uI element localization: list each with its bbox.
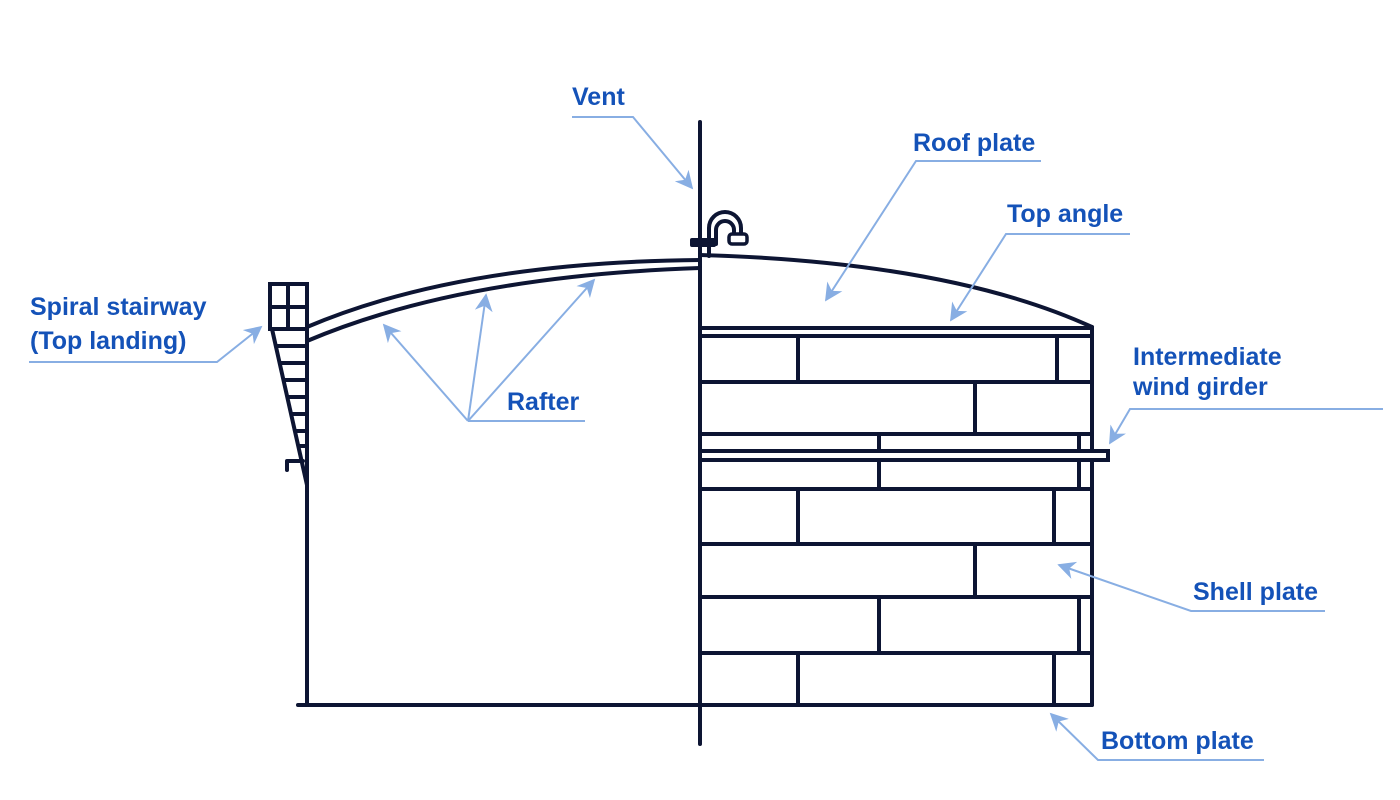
roof-plate-label: Roof plate	[913, 129, 1036, 157]
vent-label: Vent	[572, 83, 625, 111]
top-angle-leader	[950, 233, 1130, 322]
wind-girder-label-line2: wind girder	[1133, 373, 1268, 401]
rafter-label: Rafter	[507, 388, 580, 416]
wind-girder-label-line1: Intermediate	[1133, 343, 1282, 371]
shell-course-seams	[698, 380, 1094, 655]
top-angle-label: Top angle	[1007, 200, 1124, 228]
roof-plate-leader	[825, 160, 1041, 302]
leader-lines	[29, 116, 1383, 761]
stair-bracket	[285, 459, 305, 472]
stair-treads	[274, 344, 309, 448]
vent-gooseneck	[707, 210, 743, 246]
vent	[690, 210, 749, 258]
spiral-stairway-label-line2: (Top landing)	[30, 327, 187, 355]
rafter-leader-3	[467, 278, 596, 422]
shell-plate-label: Shell plate	[1193, 578, 1319, 606]
roof-plate-curve	[698, 253, 1094, 329]
spiral-stairway-leader	[29, 325, 263, 363]
rafter-lower-curve	[305, 266, 702, 343]
tank-structure	[268, 120, 1110, 746]
rafter-leader-1	[382, 323, 469, 422]
rafter-upper-curve	[305, 258, 702, 329]
bottom-plate-label: Bottom plate	[1101, 727, 1254, 755]
wind-girder-leader	[1109, 408, 1383, 445]
spiral-stairway	[268, 282, 309, 492]
wind-girder	[698, 449, 1110, 462]
vent-cap	[727, 232, 749, 246]
bottom-plate-leader	[1049, 712, 1264, 761]
spiral-stairway-label-line1: Spiral stairway	[30, 293, 207, 321]
shell-plate-leader	[1057, 561, 1325, 612]
rafter-leader-2	[467, 293, 493, 422]
vent-gooseneck-inner	[714, 219, 736, 246]
vent-leader	[572, 116, 694, 190]
shell-plate-joints	[796, 334, 1081, 707]
vent-flange	[690, 238, 716, 247]
